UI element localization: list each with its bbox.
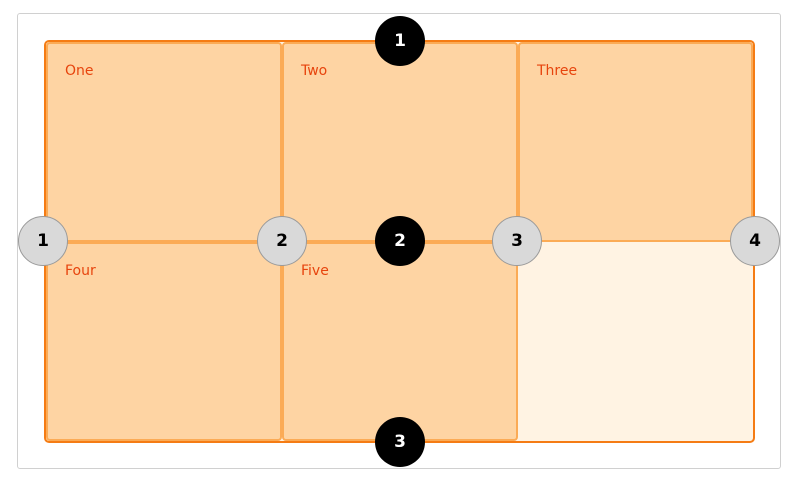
grid-item-label: Five [301, 263, 329, 279]
row-line-marker-1: 1 [375, 16, 425, 66]
grid-item-five: Five [282, 242, 518, 441]
grid-item-label: Three [537, 63, 578, 79]
row-line-marker-2: 2 [375, 216, 425, 266]
grid-item-label: One [65, 63, 94, 79]
row-line-marker-3: 3 [375, 417, 425, 467]
grid-item-four: Four [46, 242, 282, 441]
grid-item-label: Four [65, 263, 96, 279]
grid-container: One Two Three Four Five [44, 40, 755, 443]
grid-item-one: One [46, 42, 282, 242]
grid-item-label: Two [301, 63, 328, 79]
grid-item-two: Two [282, 42, 518, 242]
column-line-marker-3: 3 [492, 216, 542, 266]
column-line-marker-1: 1 [18, 216, 68, 266]
column-line-marker-4: 4 [730, 216, 780, 266]
grid-item-three: Three [518, 42, 753, 242]
column-line-marker-2: 2 [257, 216, 307, 266]
